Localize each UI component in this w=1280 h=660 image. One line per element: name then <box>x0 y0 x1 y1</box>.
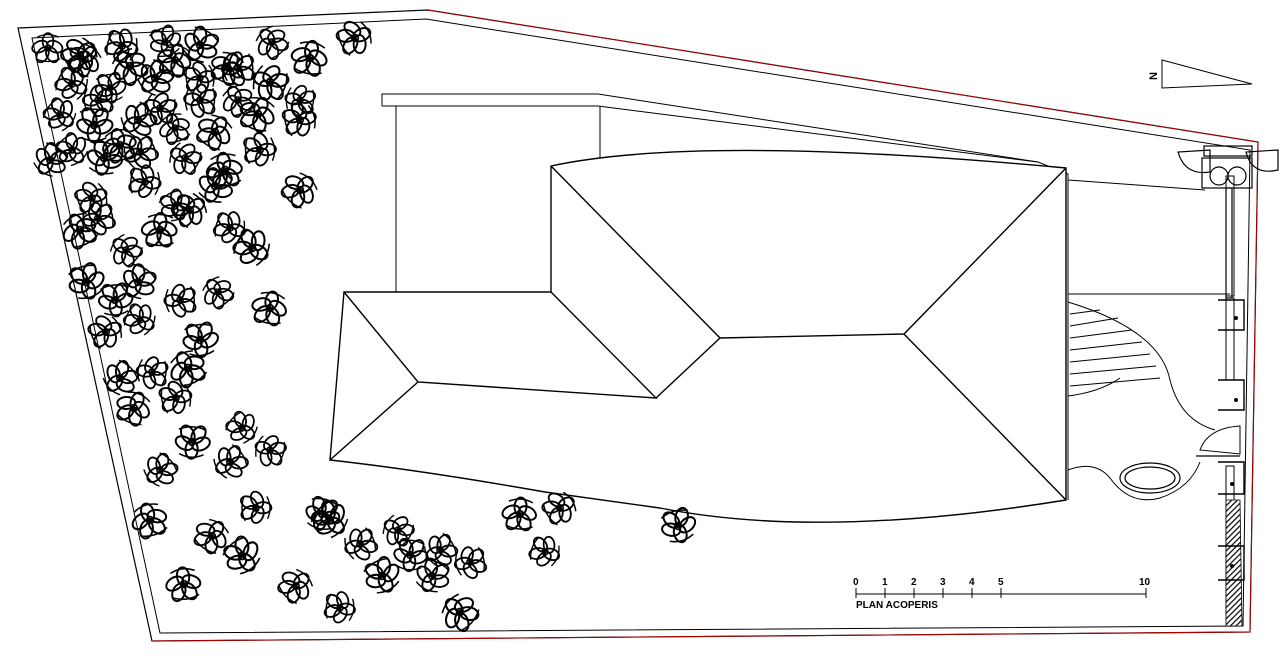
shrub-icon <box>272 163 326 217</box>
shrub-icon <box>355 548 409 601</box>
shrub-icon <box>248 428 293 474</box>
shrub-icon <box>245 56 296 110</box>
north-label: N <box>1148 72 1160 80</box>
shrub-icon <box>99 21 144 69</box>
east-fence <box>1196 175 1245 627</box>
shrub-icon <box>237 488 273 527</box>
shrub-icon <box>194 269 243 317</box>
scale-tick-2: 2 <box>911 577 917 588</box>
terrace-outline <box>381 93 1230 500</box>
shrub-icon <box>375 507 422 555</box>
shrub-icon <box>133 352 173 394</box>
scale-tick-10: 10 <box>1139 577 1151 588</box>
shrub-icon <box>285 36 334 82</box>
shrub-icon <box>142 18 189 63</box>
shrub-icon <box>328 12 379 64</box>
plan-title: PLAN ACOPERIS <box>856 600 938 611</box>
shrub-icon <box>137 211 181 251</box>
scale-tick-0: 0 <box>853 577 859 588</box>
shrub-icon <box>523 528 566 574</box>
shrub-icon <box>245 286 293 332</box>
shrub-icon <box>35 89 85 139</box>
shrub-icon <box>162 280 200 321</box>
north-arrow: N <box>1148 59 1253 89</box>
shrub-icon <box>206 436 257 488</box>
shrub-icon <box>269 560 321 612</box>
scale-tick-3: 3 <box>940 577 946 588</box>
scale-tick-5: 5 <box>998 577 1004 588</box>
shrub-icon <box>432 585 489 642</box>
property-boundary <box>17 9 1259 642</box>
fountain <box>1119 462 1181 494</box>
shrub-icon <box>337 520 385 569</box>
curved-stair <box>1067 301 1216 501</box>
shrub-icon <box>171 421 214 461</box>
shrub-icon <box>152 107 197 151</box>
shrub-icon <box>247 18 297 68</box>
entry-gate <box>1177 145 1279 299</box>
shrub-icon <box>498 495 541 535</box>
shrub-icon <box>184 510 237 562</box>
shrub-icon <box>81 307 129 357</box>
shrub-icon <box>161 564 206 606</box>
shrub-icon <box>240 128 279 170</box>
shrub-icon <box>107 383 159 434</box>
hip-roof <box>329 149 1067 523</box>
shrub-icon <box>153 375 197 420</box>
shrub-icon <box>135 444 187 496</box>
scale-tick-1: 1 <box>882 577 888 588</box>
shrub-icon <box>319 586 359 628</box>
scale-tick-4: 4 <box>969 577 975 588</box>
shrub-icon <box>116 295 163 343</box>
graphic-scale: 0 1 2 3 4 5 10 PLAN ACOPERIS <box>853 577 1151 611</box>
